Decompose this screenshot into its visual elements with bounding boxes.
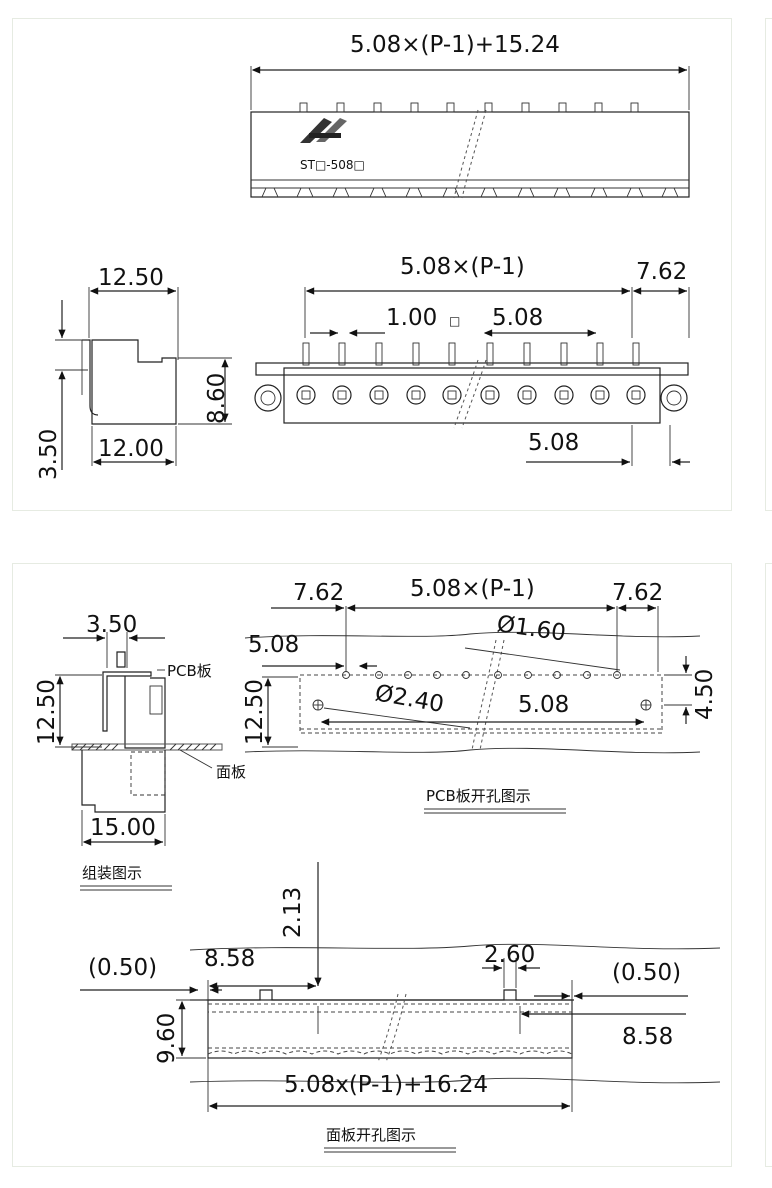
pcb-left-pitch-label: 5.08: [248, 632, 299, 658]
pin-square-label: □: [449, 314, 460, 328]
pcb-right-offset-label: 7.62: [612, 580, 663, 606]
bottom-drawing-panel: [12, 563, 732, 1167]
pcb-hole-dia-label: Ø1.60: [495, 611, 567, 646]
pitch-bottom-label: 5.08: [528, 430, 579, 456]
assembly-caption: 组装图示: [82, 864, 142, 882]
panel-cutout-view: 2.13 (0.50) 8.58 2.60 (0.50) 8.58 9.60: [80, 862, 721, 1153]
panel-right-margin-label: (0.50): [612, 960, 681, 986]
panel-caption: 面板开孔图示: [326, 1126, 416, 1144]
panel-height-top-label: 2.13: [280, 887, 306, 938]
part-code-label: ST□-508□: [300, 158, 365, 172]
panel-notch-label: 2.60: [484, 942, 535, 968]
pcb-mount-dia-label: Ø2.40: [373, 680, 446, 718]
top-drawing-panel: [12, 18, 732, 511]
right-edge-panel-top: [765, 18, 772, 511]
panel-left-offset-label: 8.58: [204, 946, 255, 972]
pcb-height-label: 12.50: [242, 679, 268, 745]
panel-height-label: 9.60: [154, 1013, 180, 1064]
assembly-view: 3.50 PCB板 面板 12.50 15.00 组装图示: [34, 612, 246, 891]
side-pin-label: 3.50: [36, 429, 62, 480]
pcb-right-height-label: 4.50: [692, 669, 718, 720]
side-height-top-label: 12.50: [98, 265, 164, 291]
pin-view: 5.08×(P-1) 7.62 1.00 □ 5.08: [254, 254, 690, 466]
side-view: 12.50 8.60 3.50 12.00: [36, 265, 232, 480]
panel-left-margin-label: (0.50): [88, 955, 157, 981]
pcb-hole-view: 7.62 5.08×(P-1) 7.62 5.08 Ø1.60: [242, 576, 718, 814]
pcb-span-label: 5.08×(P-1): [410, 576, 535, 602]
pcb-caption: PCB板开孔图示: [426, 787, 531, 805]
top-pin-row: [299, 102, 639, 113]
pcb-holes: [342, 671, 621, 679]
pin-width-label: 1.00: [386, 305, 437, 331]
side-base-label: 12.00: [98, 436, 164, 462]
front-view: 5.08×(P-1)+15.24: [250, 32, 690, 199]
assembly-top-label: 3.50: [86, 612, 137, 638]
bottom-slot-row: [261, 187, 679, 198]
brand-logo: [300, 118, 347, 143]
side-height-label: 8.60: [204, 373, 230, 424]
pcb-hole-pitch-label: 5.08: [518, 692, 569, 718]
end-offset-label: 7.62: [636, 259, 687, 285]
assembly-width-label: 15.00: [90, 815, 156, 841]
pins: [302, 342, 640, 366]
right-edge-panel-bottom: [765, 563, 772, 1167]
terminal-screws: [296, 385, 646, 405]
pitch-label: 5.08: [492, 305, 543, 331]
panel-right-offset-label: 8.58: [622, 1024, 673, 1050]
pcb-left-offset-label: 7.62: [293, 580, 344, 606]
panel-label: 面板: [216, 763, 246, 781]
overall-width-label: 5.08×(P-1)+15.24: [350, 32, 560, 58]
pitch-span-label: 5.08×(P-1): [400, 254, 525, 280]
pcb-label: PCB板: [167, 662, 212, 680]
panel-span-label: 5.08x(P-1)+16.24: [284, 1072, 488, 1098]
assembly-height-label: 12.50: [34, 679, 60, 745]
